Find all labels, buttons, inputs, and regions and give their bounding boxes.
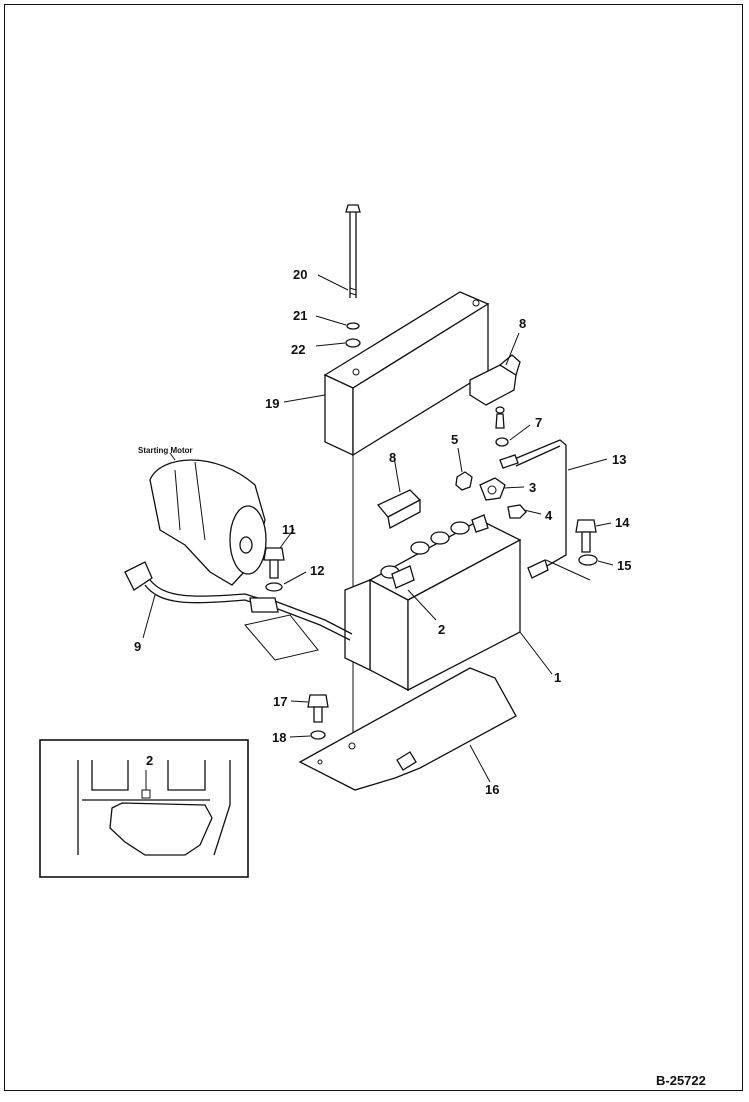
long-bolt-part (345, 204, 361, 298)
battery-cable-part (499, 439, 591, 581)
washer-7-part (495, 437, 509, 447)
washer-21-part (346, 322, 360, 330)
starting-motor-part (149, 459, 267, 586)
base-plate-part (298, 667, 517, 791)
terminal-cap-part (469, 354, 521, 429)
callout-17: 17 (273, 694, 287, 709)
washer-15-part (578, 554, 598, 566)
bolt-17-part (307, 694, 329, 723)
drawing-code: B-25722 (656, 1073, 706, 1088)
starter-cable-part (124, 561, 353, 661)
callout-1: 1 (554, 670, 561, 685)
bolt-4-part (507, 504, 527, 519)
callout-8-top: 8 (519, 316, 526, 331)
callout-13: 13 (612, 452, 626, 467)
bracket-plate-part (323, 291, 490, 457)
bolt-11-part (263, 547, 285, 579)
drawing-frame (4, 4, 743, 1091)
callout-4: 4 (545, 508, 553, 523)
callout-8-middle: 8 (389, 450, 396, 465)
callout-19: 19 (265, 396, 279, 411)
callout-20: 20 (293, 267, 307, 282)
callout-11: 11 (282, 522, 296, 537)
terminal-cap-part (376, 489, 422, 529)
terminal-clamp-part (479, 477, 506, 501)
leader-lines (142, 274, 614, 783)
callout-2: 2 (438, 622, 445, 637)
callout-14: 14 (615, 515, 630, 530)
washer-18-part (310, 730, 326, 740)
callout-21: 21 (293, 308, 307, 323)
callout-18: 18 (272, 730, 286, 745)
inset-view: 2 (39, 739, 249, 878)
starting-motor-caption: Starting Motor (138, 446, 193, 455)
bolt-14-part (575, 519, 597, 553)
callout-15: 15 (617, 558, 631, 573)
callout-12: 12 (310, 563, 324, 578)
battery-part (344, 514, 522, 692)
inset-callout-2: 2 (146, 753, 153, 768)
callout-7: 7 (535, 415, 542, 430)
callout-5: 5 (451, 432, 458, 447)
callout-3: 3 (529, 480, 536, 495)
callout-9: 9 (134, 639, 141, 654)
callout-22: 22 (291, 342, 305, 357)
washer-12-part (265, 582, 283, 592)
washer-22-part (345, 338, 361, 348)
callout-16: 16 (485, 782, 499, 797)
callout-labels: 20 21 22 19 8 7 5 8 13 3 4 14 15 2 1 16 … (134, 267, 631, 797)
nut-5-part (455, 471, 473, 491)
